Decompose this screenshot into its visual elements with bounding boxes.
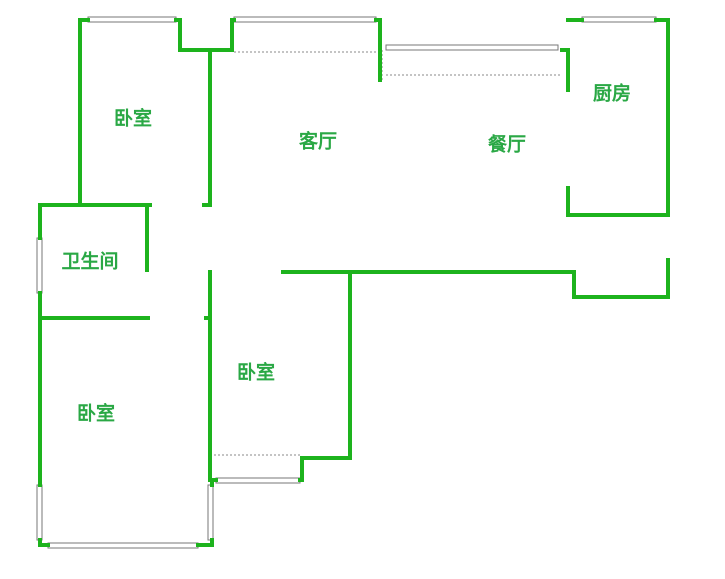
window-bedroom-bottom-left-side bbox=[36, 484, 43, 541]
room-label-bedroom-top-left: 卧室 bbox=[113, 107, 153, 130]
room-label-bathroom: 卫生间 bbox=[61, 250, 119, 273]
window-bedroom-top-left bbox=[87, 16, 177, 23]
window-dining-room bbox=[385, 44, 559, 51]
window-bedroom-bottom-left bbox=[47, 542, 199, 549]
room-label-kitchen: 厨房 bbox=[592, 82, 632, 105]
window-bedroom-bottom-left-right bbox=[207, 484, 214, 541]
room-label-living-room: 客厅 bbox=[298, 130, 338, 153]
room-label-bedroom-bottom-left: 卧室 bbox=[76, 402, 116, 425]
walls bbox=[38, 18, 670, 547]
balcony-line-dining bbox=[381, 50, 562, 80]
room-label-bedroom-center: 卧室 bbox=[236, 361, 276, 384]
window-bedroom-center bbox=[215, 477, 301, 484]
window-living-room bbox=[233, 16, 377, 23]
window-kitchen bbox=[581, 16, 657, 23]
room-label-dining-room: 餐厅 bbox=[487, 133, 527, 156]
window-bathroom bbox=[36, 237, 43, 294]
